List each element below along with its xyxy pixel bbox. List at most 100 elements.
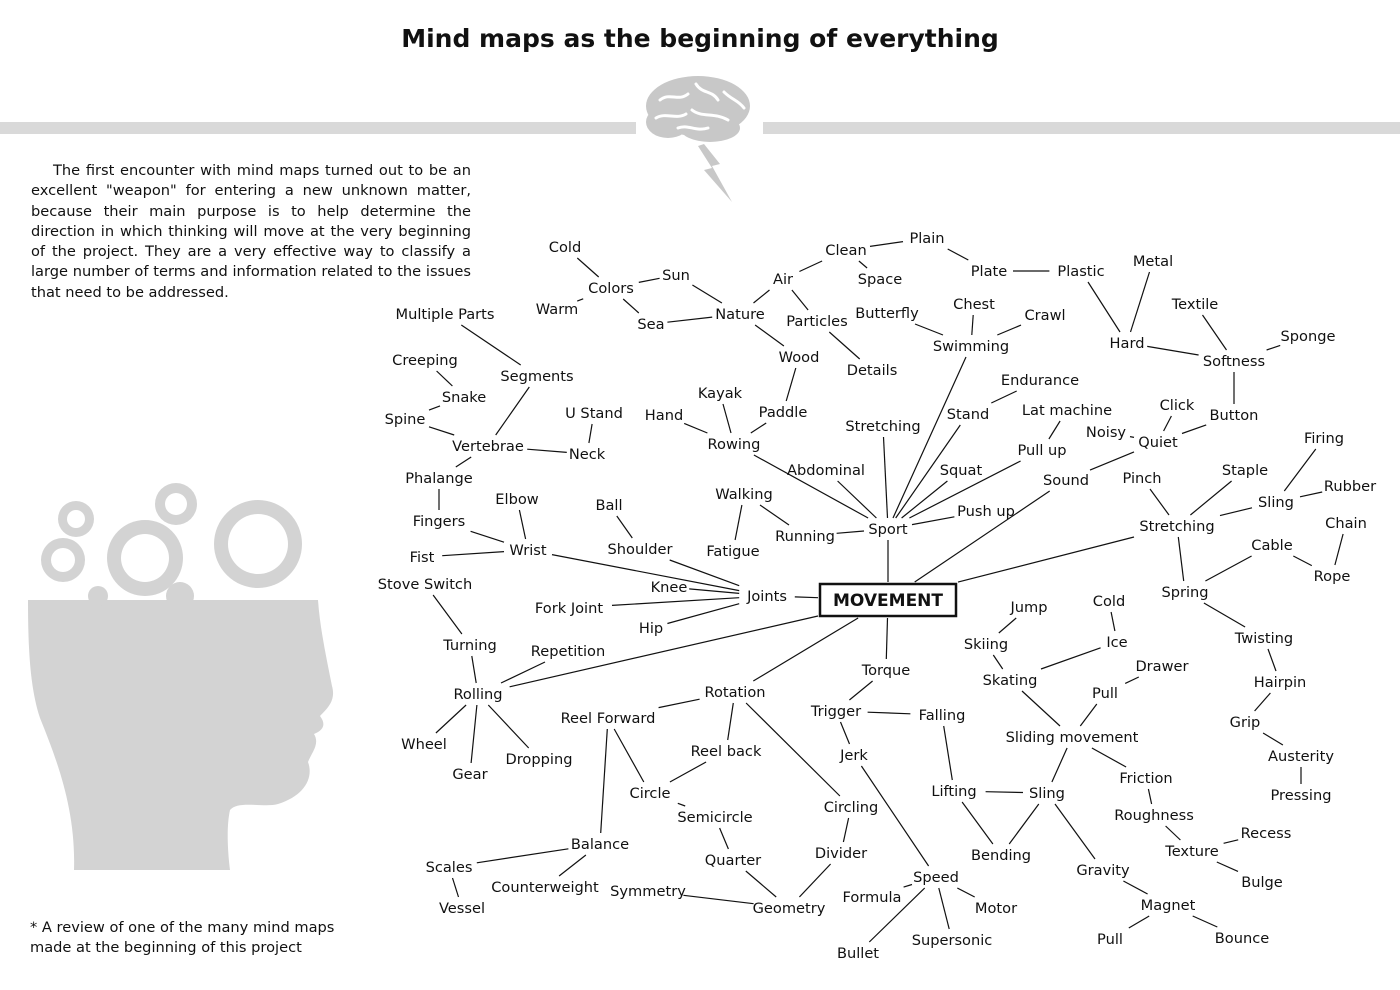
brain-icon <box>646 76 750 202</box>
node-swimming: Swimming <box>933 338 1009 355</box>
edge-stretching-r-spring <box>1177 536 1185 582</box>
node-knee: Knee <box>651 579 688 596</box>
mind-map-nodes: ColdColorsWarmSunSeaNatureAirCleanPlainS… <box>378 230 1376 962</box>
edge-colors-warm <box>576 298 584 302</box>
edge-air-particles <box>791 289 809 311</box>
node-jerk: Jerk <box>839 747 868 764</box>
node-hip: Hip <box>639 620 663 637</box>
node-drawer: Drawer <box>1135 658 1188 675</box>
node-particles: Particles <box>786 313 848 330</box>
edge-magnet-bounce <box>1192 915 1218 928</box>
node-push-up: Push up <box>957 503 1015 520</box>
edge-lifting-sling-b <box>985 791 1024 794</box>
edge-quiet-noisy <box>1129 436 1135 438</box>
node-quiet: Quiet <box>1138 434 1178 451</box>
node-stretching-r: Stretching <box>1139 518 1214 535</box>
edge-reel-forward-balance <box>600 728 608 834</box>
node-walking: Walking <box>715 486 773 503</box>
node-vertebrae: Vertebrae <box>452 438 524 455</box>
edge-circling-divider <box>842 817 850 843</box>
node-divider: Divider <box>815 845 867 862</box>
edge-wood-nature <box>754 324 785 347</box>
node-stove-switch: Stove Switch <box>378 576 472 593</box>
edge-speed-motor <box>957 887 975 898</box>
node-falling: Falling <box>919 707 966 724</box>
node-butterfly: Butterfly <box>855 305 919 322</box>
node-u-stand: U Stand <box>565 405 623 422</box>
edge-skating-skiing <box>992 654 1004 670</box>
node-fatigue: Fatigue <box>706 543 759 560</box>
edge-sling-b-bending <box>1008 803 1040 845</box>
node-spine: Spine <box>385 411 426 428</box>
edge-sport-pull-up <box>909 460 1021 519</box>
node-plastic: Plastic <box>1057 263 1104 280</box>
edge-sliding-pull-m <box>1079 703 1098 727</box>
center-label: MOVEMENT <box>833 591 943 611</box>
edge-divider-geometry <box>798 863 832 898</box>
edge-magnet-pull-b <box>1128 915 1150 929</box>
node-spring: Spring <box>1161 584 1208 601</box>
node-chain: Chain <box>1325 515 1367 532</box>
edge-sling-r-firing <box>1283 448 1317 492</box>
edge-stretching-r-staple <box>1190 480 1232 516</box>
node-kayak: Kayak <box>698 385 743 402</box>
node-button: Button <box>1210 407 1259 424</box>
node-lat-machine: Lat machine <box>1022 402 1112 419</box>
edge-turning-stove-switch <box>432 594 463 635</box>
edge-sport-stretching-top <box>882 436 889 519</box>
node-clean: Clean <box>825 242 866 259</box>
edge-falling-lifting <box>943 725 953 781</box>
node-austerity: Austerity <box>1268 748 1334 765</box>
node-pinch: Pinch <box>1122 470 1161 487</box>
edge-grip-austerity <box>1262 732 1284 746</box>
node-fist: Fist <box>410 549 435 566</box>
node-bulge: Bulge <box>1241 874 1283 891</box>
node-phalange: Phalange <box>405 470 473 487</box>
edge-swimming-crawl <box>997 324 1022 336</box>
node-skating: Skating <box>983 672 1038 689</box>
node-bounce: Bounce <box>1215 930 1269 947</box>
edge-wrist-fingers <box>470 530 505 543</box>
node-details: Details <box>847 362 898 379</box>
node-formula: Formula <box>842 889 901 906</box>
node-cold: Cold <box>549 239 581 256</box>
node-turning: Turning <box>442 637 497 654</box>
edge-softness-textile <box>1202 314 1227 351</box>
edge-button-quiet <box>1181 424 1207 435</box>
node-air: Air <box>773 271 793 288</box>
edge-rowing-hand <box>683 422 708 434</box>
edge-sliding-friction <box>1091 747 1127 768</box>
footnote: * A review of one of the many mind maps … <box>30 919 335 956</box>
node-elbow: Elbow <box>495 491 538 508</box>
edge-sport-running <box>836 530 865 534</box>
node-pull-up: Pull up <box>1017 442 1066 459</box>
node-sport: Sport <box>868 521 907 538</box>
edge-sport-push-up <box>911 516 955 526</box>
node-roughness: Roughness <box>1114 807 1194 824</box>
edge-speed-bullet <box>868 887 926 943</box>
edge-sliding-skating <box>1021 690 1061 727</box>
node-space: Space <box>858 271 902 288</box>
node-gear: Gear <box>452 766 487 783</box>
edge-trigger-jerk <box>839 721 851 745</box>
edge-hard-softness <box>1147 345 1199 356</box>
node-wrist: Wrist <box>509 542 546 559</box>
edge-hairpin-grip <box>1254 692 1271 712</box>
edge-joints-fork-joint <box>611 597 740 606</box>
edge-balance-scales <box>476 848 569 864</box>
node-magnet: Magnet <box>1141 897 1196 914</box>
edge-trigger-falling <box>867 711 911 715</box>
edge-rotation-reel-back <box>727 702 734 741</box>
edge-joints-wrist <box>551 554 740 592</box>
node-rotation: Rotation <box>704 684 765 701</box>
edge-rope-chain <box>1334 533 1344 566</box>
edge-air-clean <box>799 260 823 273</box>
node-nature: Nature <box>715 306 765 323</box>
node-hand: Hand <box>645 407 683 424</box>
edge-nature-air <box>753 289 770 304</box>
edge-sling-b-gravity <box>1054 803 1096 860</box>
edge-movement-torque <box>885 617 889 660</box>
node-friction: Friction <box>1119 770 1172 787</box>
edge-vertebrae-spine <box>428 426 455 436</box>
edge-scales-vessel <box>451 877 460 898</box>
